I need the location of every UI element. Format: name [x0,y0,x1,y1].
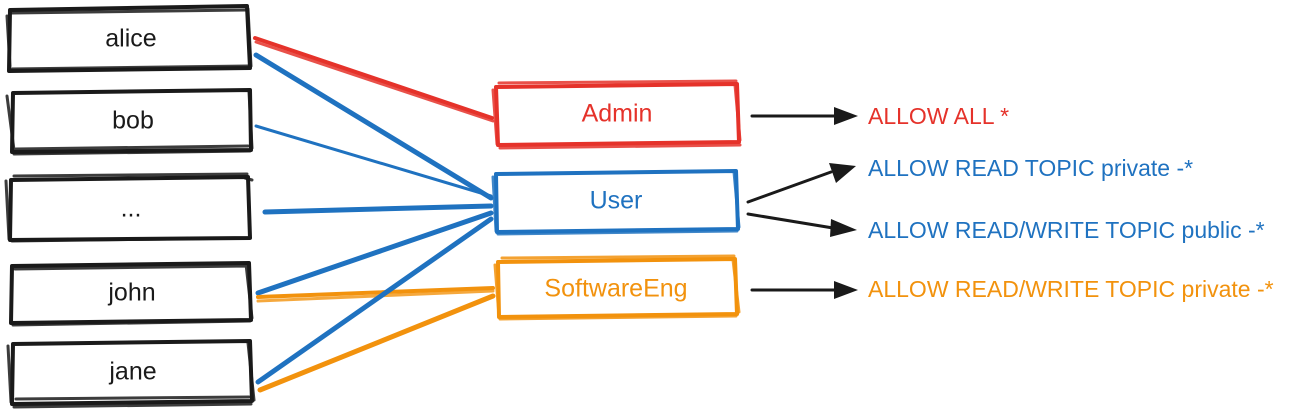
link-jane-softwareeng [257,293,496,393]
user-label-alice: alice [105,25,156,53]
permission-label-readwrite-public: ALLOW READ/WRITE TOPIC public -* [868,217,1265,243]
user-box-more[interactable]: ... [4,172,254,243]
role-box-user[interactable]: User [491,169,741,236]
link-john-user [255,210,494,296]
role-box-softwareeng[interactable]: SoftwareEng [493,254,741,321]
user-box-alice[interactable]: alice [5,4,253,73]
user-label-bob: bob [112,107,154,135]
link-jane-user [255,216,494,385]
role-box-admin[interactable]: Admin [491,79,742,150]
link-bob-user [254,124,493,198]
role-label-user: User [590,187,643,215]
arrow-softwareeng-to-readwrite-private [750,281,858,299]
arrow-user-to-readwrite-public [746,212,857,237]
permission-label-readwrite-private: ALLOW READ/WRITE TOPIC private -* [868,276,1274,302]
permission-label-allow-all: ALLOW ALL * [868,103,1009,129]
user-label-jane: jane [108,358,156,386]
link-alice-user [253,52,494,201]
link-more-user [262,203,494,215]
user-box-jane[interactable]: jane [6,339,256,409]
user-box-bob[interactable]: bob [5,88,254,156]
user-role-connectors [253,36,496,393]
role-label-softwareeng: SoftwareEng [544,275,687,303]
arrow-user-to-read-private [746,163,856,204]
role-label-admin: Admin [582,100,653,128]
link-alice-admin [253,36,495,123]
link-john-softwareeng [256,286,495,303]
user-box-john[interactable]: john [9,261,254,327]
arrow-admin-to-allow-all [750,107,858,125]
user-label-john: john [107,279,155,307]
permission-label-read-private: ALLOW READ TOPIC private -* [868,155,1193,181]
user-label-more: ... [121,195,142,223]
